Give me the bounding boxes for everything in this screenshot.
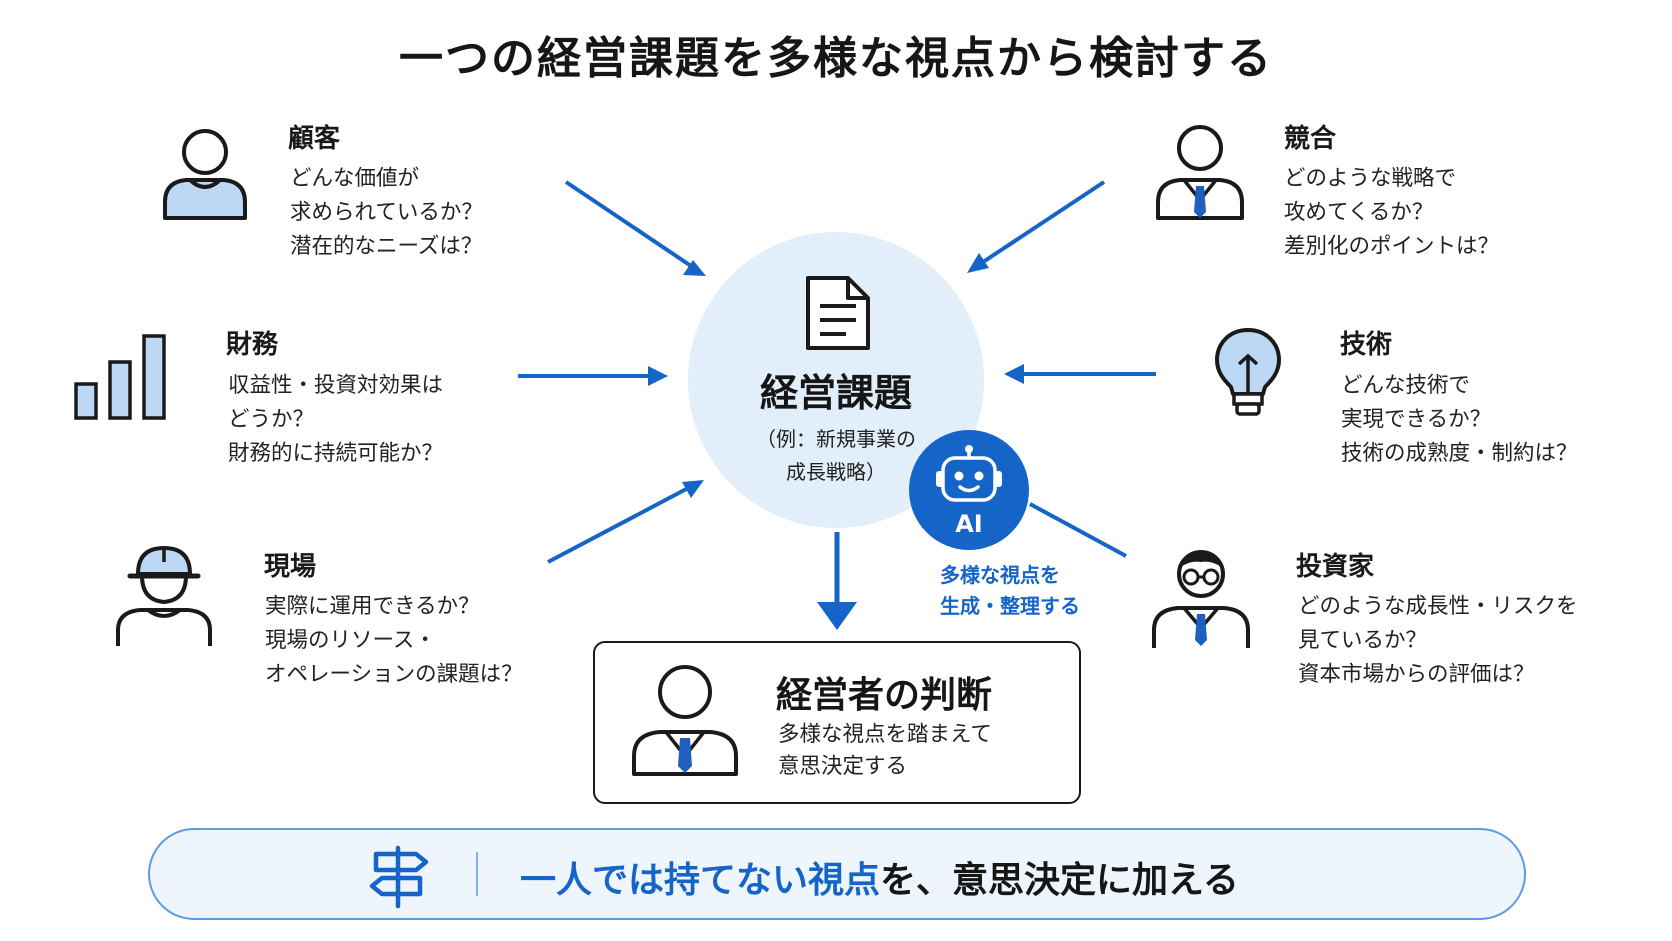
document-icon xyxy=(806,276,870,350)
decision-title: 経営者の判断 xyxy=(776,675,993,716)
competitor-questions: どのような戦略で 攻めてくるか？ 差別化のポイントは？ xyxy=(1284,166,1500,259)
technology-heading: 技術 xyxy=(1340,330,1393,360)
lightbulb-icon xyxy=(1215,328,1281,416)
investor-heading: 投資家 xyxy=(1296,552,1375,582)
executive-icon xyxy=(632,665,738,776)
bottom-banner xyxy=(148,828,1526,920)
hub-subtitle: （例：新規事業の 成長戦略） xyxy=(756,427,916,484)
page-title: 一つの経営課題を多様な視点から検討する xyxy=(399,33,1273,84)
businessman-icon xyxy=(1156,125,1244,220)
customer-questions: どんな価値が 求められているか？ 潜在的なニーズは？ xyxy=(290,166,483,259)
ai-label: AI xyxy=(955,510,983,538)
banner-message: 一人では持てない視点を、意思決定に加える xyxy=(520,851,1239,903)
arrow-investor xyxy=(1029,502,1127,558)
arrow-hub-to-decision xyxy=(817,532,857,630)
finance-questions: 収益性・投資対効果は どうか？ 財務的に持続可能か？ xyxy=(228,373,444,466)
banner-rest: を、意思決定に加える xyxy=(880,860,1239,901)
arrow-competitor xyxy=(967,180,1106,273)
arrow-customer xyxy=(564,180,706,276)
arrow-technology xyxy=(1004,364,1156,384)
robot-icon xyxy=(936,445,1002,502)
worker-helmet-icon xyxy=(116,546,212,646)
field-heading: 現場 xyxy=(264,552,317,582)
competitor-heading: 競合 xyxy=(1284,124,1337,154)
investor-questions: どのような成長性・リスクを 見ているか？ 資本市場からの評価は？ xyxy=(1298,594,1578,687)
person-icon xyxy=(163,129,247,220)
bar-chart-icon xyxy=(74,334,166,420)
banner-highlight: 一人では持てない視点 xyxy=(520,860,881,901)
customer-heading: 顧客 xyxy=(288,124,341,154)
field-questions: 実際に運用できるか？ 現場のリソース・ オペレーションの課題は？ xyxy=(265,594,523,687)
arrow-finance xyxy=(518,366,668,386)
signpost-icon xyxy=(369,845,429,909)
decision-body: 多様な視点を踏まえて 意思決定する xyxy=(778,722,992,779)
banner-divider xyxy=(476,852,478,896)
finance-heading: 財務 xyxy=(226,330,279,360)
hub-title: 経営課題 xyxy=(759,371,912,415)
technology-questions: どんな技術で 実現できるか？ 技術の成熟度・制約は？ xyxy=(1341,373,1578,466)
investor-glasses-icon xyxy=(1152,550,1250,648)
arrow-field xyxy=(547,480,704,564)
ai-caption: 多様な視点を 生成・整理する xyxy=(940,563,1080,618)
